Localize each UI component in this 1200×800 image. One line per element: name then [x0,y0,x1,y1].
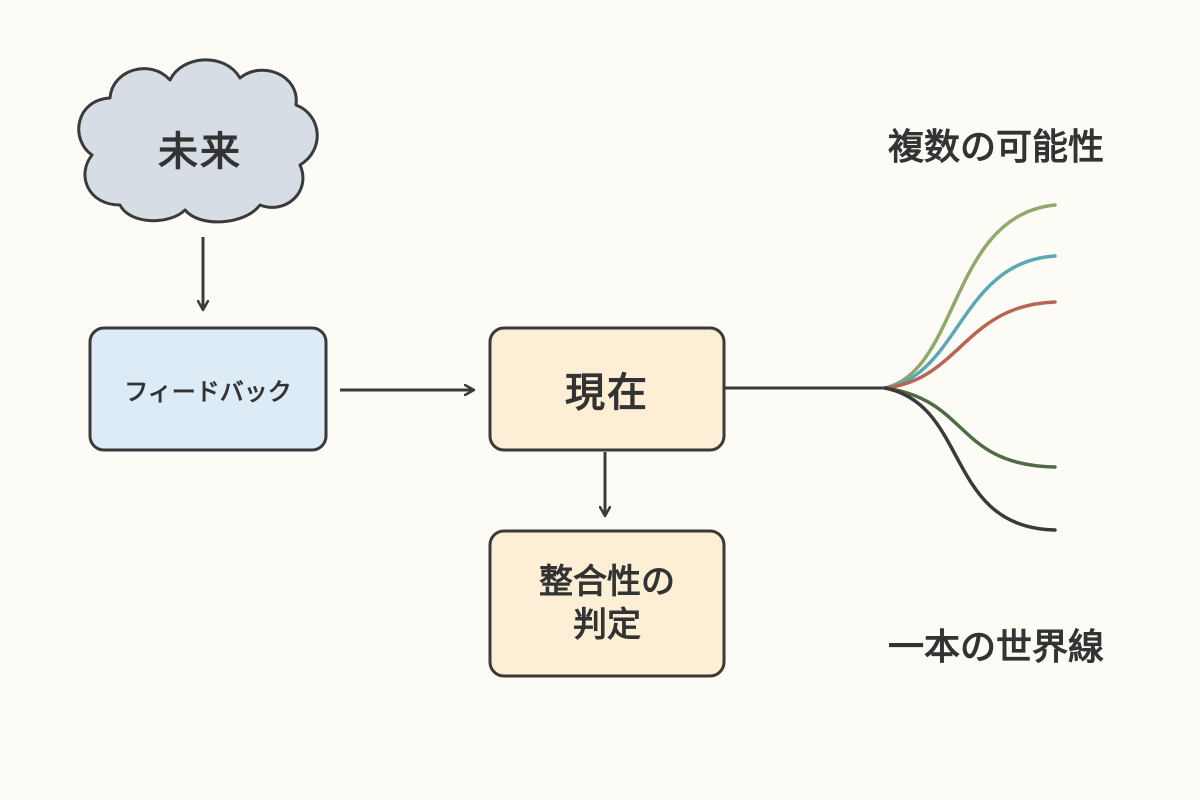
feedback-box [88,326,328,452]
judgement-box [488,529,726,678]
future-cloud-shape [77,58,319,224]
branch-line-3 [883,300,1057,390]
future-label: 未来 [158,128,242,175]
single-worldline-label: 一本の世界線 [888,627,1105,668]
judgement-label: 整合性の 判定 [539,562,675,645]
branch-line-4 [883,386,1057,469]
feedback-label: フィードバック [124,377,292,406]
branch-line-1 [883,203,1057,390]
present-label: 現在 [565,370,649,416]
branch-line-5 [883,386,1057,532]
multiple-possibilities-label: 複数の可能性 [888,127,1105,168]
branch-line-2 [883,254,1057,390]
